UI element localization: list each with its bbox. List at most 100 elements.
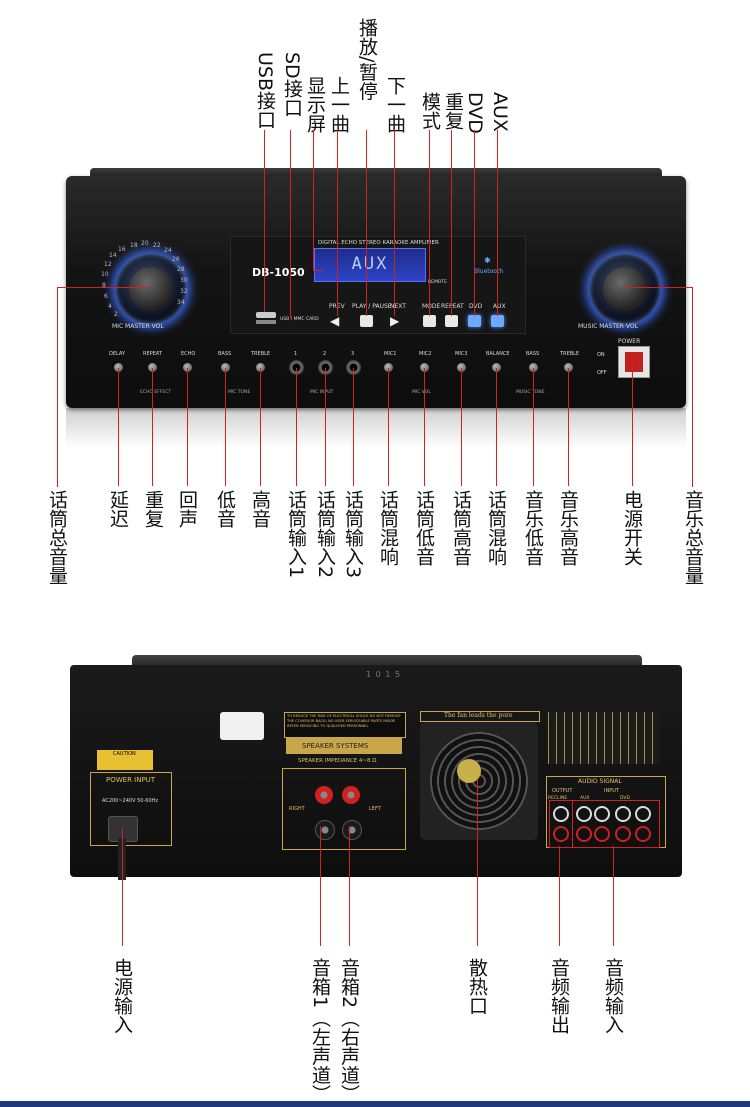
- callout-line-repeat-knob: [152, 368, 153, 486]
- mic-input-2-jack[interactable]: [318, 360, 333, 375]
- mic-bass-knob[interactable]: [221, 363, 230, 372]
- delay-knob[interactable]: [114, 363, 123, 372]
- label-display: 显示屏: [304, 76, 326, 133]
- label-bass: 低音: [214, 490, 236, 528]
- scale-20: 20: [141, 240, 149, 247]
- rca-aux2-left[interactable]: [594, 806, 610, 822]
- dvd-label: DVD: [469, 303, 483, 310]
- dvd-input-label: DVD: [620, 796, 630, 801]
- scale-2: 2: [114, 311, 118, 318]
- rca-dvd2-right[interactable]: [635, 826, 651, 842]
- mic-input-3-jack[interactable]: [346, 360, 361, 375]
- callout-line-treble: [260, 368, 261, 486]
- label-power-switch: 电源开关: [621, 490, 643, 566]
- callout-line-mic-echo-2: [496, 368, 497, 486]
- callout-line-display: [313, 130, 314, 270]
- sd-slot[interactable]: [256, 320, 276, 324]
- rca-aux-right[interactable]: [576, 826, 592, 842]
- callout-line-speaker-1: [320, 826, 321, 946]
- jack-label-3: 3: [351, 351, 355, 357]
- speaker-terminal-box: [282, 768, 406, 850]
- callout-line-mic-bass: [424, 368, 425, 486]
- callout-line-sd: [290, 130, 291, 318]
- warning-box: TO REDUCE THE RISK OF ELECTRICAL SHOCK D…: [284, 712, 406, 738]
- echo-knob[interactable]: [183, 363, 192, 372]
- off-label: OFF: [597, 370, 607, 376]
- music-treble-knob[interactable]: [564, 363, 573, 372]
- remote-label: REMOTE: [428, 280, 447, 285]
- label-speaker-2: 音箱2（右声道）: [338, 958, 360, 1104]
- on-label: ON: [597, 352, 605, 358]
- knob-label-music-treble: TREBLE: [560, 351, 580, 357]
- front-reflection: [66, 408, 686, 448]
- mode-button[interactable]: [423, 315, 436, 327]
- audio-input-highlight: [572, 800, 660, 848]
- label-mic-input-3: 话筒输入3: [342, 490, 364, 579]
- music-bass-knob[interactable]: [529, 363, 538, 372]
- aux-button[interactable]: [491, 315, 504, 327]
- rca-dvd-left[interactable]: [615, 806, 631, 822]
- callout-line-mic-master-h: [57, 287, 149, 288]
- rca-aux-left[interactable]: [576, 806, 592, 822]
- callout-line-next: [394, 130, 395, 316]
- power-socket[interactable]: [108, 816, 138, 842]
- label-audio-output: 音频输出: [548, 958, 570, 1034]
- right-label: RIGHT: [289, 806, 305, 812]
- group-echo-effect: ECHO EFFECT: [140, 390, 172, 395]
- rca-aux2-right[interactable]: [594, 826, 610, 842]
- serial-number: 1 0 1 5: [366, 670, 401, 679]
- knob-label-bass: BASS: [218, 351, 232, 357]
- fan-hub: [457, 759, 481, 783]
- input-label: INPUT: [604, 788, 619, 794]
- callout-line-dvd: [474, 130, 475, 316]
- dvd-button[interactable]: [468, 315, 481, 327]
- repeat-knob[interactable]: [148, 363, 157, 372]
- repeat-button[interactable]: [445, 315, 458, 327]
- label-dvd: DVD: [464, 92, 486, 134]
- mic-master-volume-knob: [115, 253, 187, 325]
- speaker-1-negative-terminal[interactable]: [315, 820, 335, 840]
- mode-label: MODE: [422, 303, 441, 310]
- rca-output-right[interactable]: [553, 826, 569, 842]
- left-label: LEFT: [369, 806, 381, 812]
- scale-14: 14: [109, 252, 117, 259]
- speaker-2-positive-terminal[interactable]: [342, 786, 360, 804]
- scale-8: 8: [102, 282, 106, 289]
- power-switch[interactable]: [618, 346, 650, 378]
- label-music-bass: 音乐低音: [522, 490, 544, 566]
- scale-16: 16: [118, 246, 126, 253]
- label-play-pause: 播放/暂停: [356, 18, 378, 101]
- caution-sticker: CAUTION: [97, 750, 153, 770]
- mic-input-1-jack[interactable]: [289, 360, 304, 375]
- mic2-vol-knob[interactable]: [420, 363, 429, 372]
- callout-line-repeat: [451, 130, 452, 316]
- usb-slot[interactable]: [256, 312, 276, 318]
- play-pause-button[interactable]: [360, 315, 373, 327]
- speaker-1-positive-terminal[interactable]: [315, 786, 333, 804]
- fan-text: The fan leads the pore: [444, 712, 513, 719]
- label-mic-echo-2: 话筒混响: [485, 490, 507, 566]
- power-label: POWER: [618, 338, 641, 345]
- warning-text: TO REDUCE THE RISK OF ELECTRICAL SHOCK D…: [287, 714, 401, 728]
- mic3-vol-knob[interactable]: [457, 363, 466, 372]
- rca-dvd-right[interactable]: [615, 826, 631, 842]
- label-mic-input-2: 话筒输入2: [314, 490, 336, 579]
- lcd-display: AUX: [314, 248, 426, 282]
- knob-label-treble: TREBLE: [251, 351, 271, 357]
- callout-line-music-master-h: [625, 287, 693, 288]
- scale-4: 4: [108, 303, 112, 310]
- rca-dvd2-left[interactable]: [635, 806, 651, 822]
- callout-line-music-bass: [533, 368, 534, 486]
- rca-output-left[interactable]: [553, 806, 569, 822]
- balance-knob[interactable]: [492, 363, 501, 372]
- speaker-2-negative-terminal[interactable]: [342, 820, 362, 840]
- scale-12: 12: [104, 261, 112, 268]
- mic1-vol-knob[interactable]: [384, 363, 393, 372]
- mic-treble-knob[interactable]: [256, 363, 265, 372]
- callout-line-aux: [497, 130, 498, 316]
- knob-label-music-bass: BASS: [526, 351, 540, 357]
- prev-button[interactable]: ◀: [330, 314, 340, 328]
- next-button[interactable]: ▶: [390, 314, 400, 328]
- callout-line-mic-treble: [461, 368, 462, 486]
- callout-line-mic-echo: [388, 368, 389, 486]
